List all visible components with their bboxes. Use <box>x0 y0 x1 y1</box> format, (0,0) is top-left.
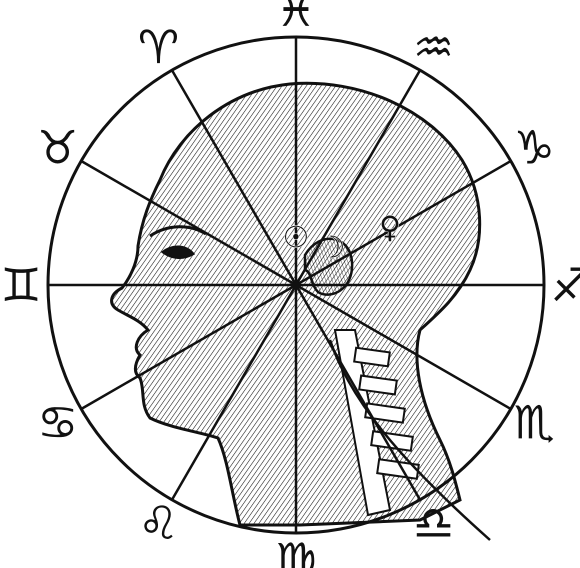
zodiac-sign-pisces: ♓ <box>275 0 316 37</box>
zodiac-sign-scorpio: ♏ <box>514 396 555 450</box>
wheel-hub <box>291 280 301 290</box>
zodiac-sign-leo: ♌ <box>138 496 179 550</box>
center-symbol-moon: ☽ <box>319 231 346 266</box>
center-symbol-sun: ☉ <box>283 221 310 256</box>
zodiac-sign-aquarius: ♒ <box>413 20 454 74</box>
zodiac-sign-aries: ♈ <box>138 20 179 74</box>
head-profile <box>112 83 490 540</box>
center-symbol-venus: ♀ <box>379 211 401 246</box>
zodiac-sign-gemini: ♊ <box>0 258 41 312</box>
zodiac-sign-libra: ♎ <box>413 496 454 550</box>
zodiac-sign-virgo: ♍ <box>275 533 316 568</box>
zodiac-sign-taurus: ♉ <box>37 121 78 175</box>
zodiac-sign-capricorn: ♑ <box>514 121 555 175</box>
zodiac-sign-sagittarius: ♐ <box>550 258 580 312</box>
zodiac-sign-cancer: ♋ <box>37 396 78 450</box>
